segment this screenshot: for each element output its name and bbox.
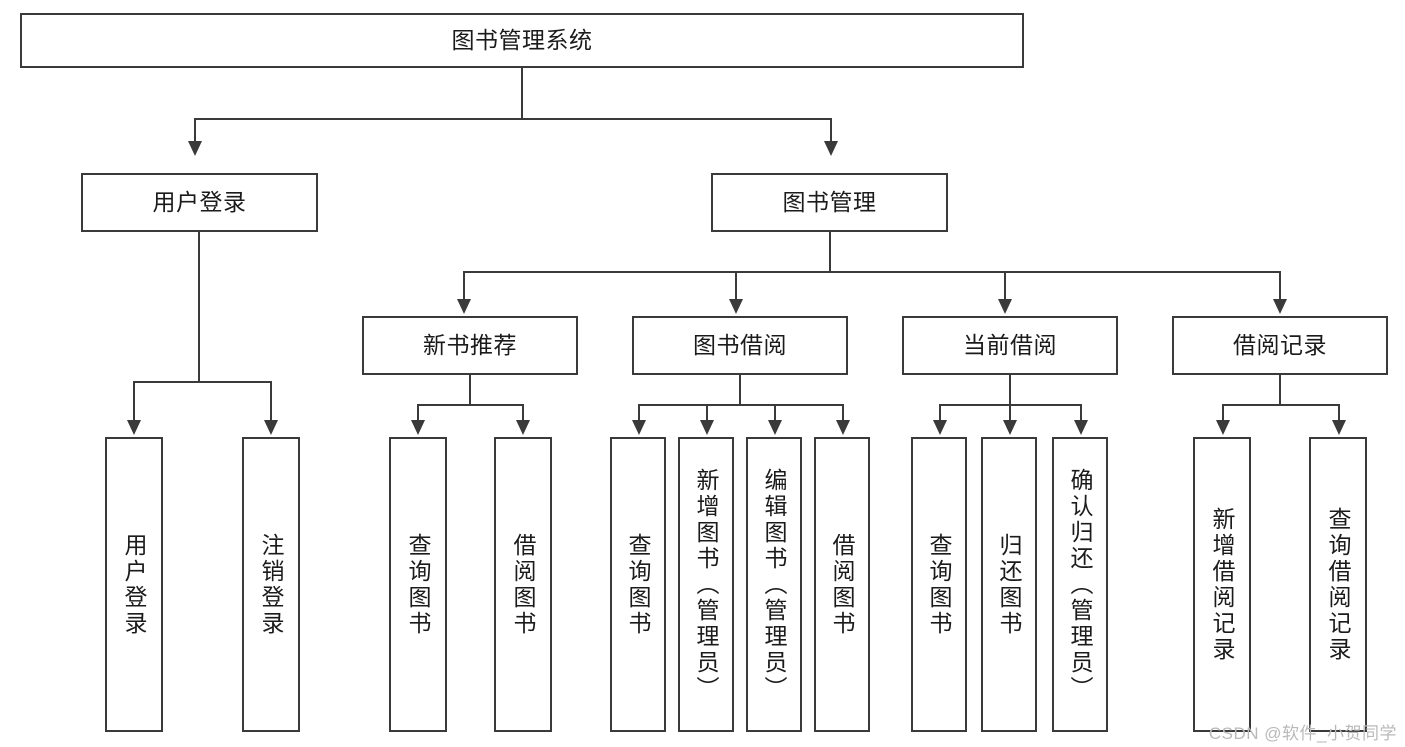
edge-book-manage-stem: [829, 232, 831, 272]
arrowhead-book-borrow-leaf-2: [700, 420, 714, 435]
node-label: 查询图书: [625, 532, 652, 637]
arrowhead-user-login-leaf-1: [127, 420, 141, 435]
node-book-manage[interactable]: 图书管理: [711, 173, 948, 232]
edge-current-borrow-to-leaf-3: [1080, 404, 1082, 422]
arrowhead-book-borrow-leaf-1: [632, 420, 646, 435]
leaf-user-login-logout[interactable]: 注销登录: [242, 437, 300, 732]
edge-borrow-record-to-leaf-2: [1338, 404, 1340, 422]
node-label: 当前借阅: [963, 331, 1057, 358]
arrowhead-new-book-recommend: [457, 299, 471, 314]
node-label: 归还图书: [996, 532, 1023, 637]
arrowhead-current-borrow: [998, 299, 1012, 314]
edge-book-borrow-bus: [638, 404, 842, 406]
edge-new-book-to-leaf-1: [417, 404, 419, 422]
node-label: 新增图书（管理员）: [693, 467, 720, 702]
arrowhead-book-borrow: [729, 299, 743, 314]
leaf-current-borrow-confirm-return[interactable]: 确认归还（管理员）: [1052, 437, 1108, 732]
edge-user-login-to-leaf-2: [270, 381, 272, 422]
edge-book-borrow-to-leaf-1: [638, 404, 640, 422]
arrowhead-current-borrow-leaf-2: [1003, 420, 1017, 435]
arrowhead-book-manage: [824, 141, 838, 156]
node-label: 借阅图书: [829, 532, 856, 637]
node-label: 查询借阅记录: [1325, 506, 1352, 663]
node-label: 用户登录: [152, 188, 247, 215]
arrowhead-user-login: [188, 141, 202, 156]
edge-borrow-record-stem: [1279, 375, 1281, 405]
edge-user-login-bus: [133, 381, 270, 383]
leaf-book-borrow-query-book[interactable]: 查询图书: [610, 437, 666, 732]
arrowhead-borrow-record: [1273, 299, 1287, 314]
edge-user-login-stem: [198, 232, 200, 382]
node-book-borrow[interactable]: 图书借阅: [632, 316, 848, 375]
csdn-watermark: CSDN @软件_小贺同学: [1208, 724, 1397, 743]
edge-book-manage-to-borrow-record: [1279, 271, 1281, 301]
edge-root-bus: [194, 118, 832, 120]
arrowhead-borrow-record-leaf-1: [1216, 420, 1230, 435]
node-label: 图书借阅: [693, 331, 787, 358]
node-borrow-record[interactable]: 借阅记录: [1172, 316, 1388, 375]
edge-current-borrow-to-leaf-1: [939, 404, 941, 422]
leaf-current-borrow-return-book[interactable]: 归还图书: [981, 437, 1037, 732]
edge-current-borrow-to-leaf-2: [1009, 404, 1011, 422]
edge-book-borrow-stem: [739, 375, 741, 405]
leaf-book-borrow-add-book[interactable]: 新增图书（管理员）: [678, 437, 734, 732]
node-label: 查询图书: [405, 532, 432, 637]
node-label: 编辑图书（管理员）: [761, 467, 788, 702]
arrowhead-borrow-record-leaf-2: [1332, 420, 1346, 435]
edge-book-borrow-to-leaf-2: [706, 404, 708, 422]
arrowhead-new-book-leaf-1: [411, 420, 425, 435]
leaf-current-borrow-query-book[interactable]: 查询图书: [911, 437, 967, 732]
node-label: 图书管理: [782, 188, 877, 215]
leaf-book-borrow-edit-book[interactable]: 编辑图书（管理员）: [746, 437, 802, 732]
arrowhead-new-book-leaf-2: [516, 420, 530, 435]
edge-borrow-record-to-leaf-1: [1222, 404, 1224, 422]
edge-current-borrow-stem: [1009, 375, 1011, 405]
node-label: 新增借阅记录: [1209, 506, 1236, 663]
arrowhead-user-login-leaf-2: [264, 420, 278, 435]
edge-new-book-to-leaf-2: [522, 404, 524, 422]
edge-user-login-to-leaf-1: [133, 381, 135, 422]
leaf-user-login-login[interactable]: 用户登录: [105, 437, 163, 732]
node-label: 查询图书: [926, 532, 953, 637]
edge-book-manage-bus: [463, 271, 1280, 273]
leaf-borrow-record-query-record[interactable]: 查询借阅记录: [1309, 437, 1367, 732]
arrowhead-current-borrow-leaf-3: [1074, 420, 1088, 435]
leaf-new-book-query-book[interactable]: 查询图书: [389, 437, 447, 732]
node-label: 借阅图书: [510, 532, 537, 637]
node-label: 注销登录: [258, 532, 285, 637]
node-root-system[interactable]: 图书管理系统: [20, 13, 1024, 68]
node-label: 借阅记录: [1233, 331, 1327, 358]
leaf-borrow-record-add-record[interactable]: 新增借阅记录: [1193, 437, 1251, 732]
leaf-book-borrow-borrow-book[interactable]: 借阅图书: [814, 437, 870, 732]
edge-new-book-stem: [469, 375, 471, 405]
edge-book-borrow-to-leaf-3: [774, 404, 776, 422]
edge-borrow-record-bus: [1222, 404, 1338, 406]
node-current-borrow[interactable]: 当前借阅: [902, 316, 1118, 375]
arrowhead-book-borrow-leaf-4: [836, 420, 850, 435]
edge-book-manage-to-book-borrow: [735, 271, 737, 301]
node-new-book-recommend[interactable]: 新书推荐: [362, 316, 578, 375]
edge-book-manage-to-new-book: [463, 271, 465, 301]
edge-root-to-book-manage: [830, 118, 832, 143]
node-user-login[interactable]: 用户登录: [81, 173, 318, 232]
edge-new-book-bus: [417, 404, 522, 406]
edge-book-borrow-to-leaf-4: [842, 404, 844, 422]
node-label: 新书推荐: [423, 331, 517, 358]
node-label: 用户登录: [121, 532, 148, 637]
arrowhead-current-borrow-leaf-1: [933, 420, 947, 435]
leaf-new-book-borrow-book[interactable]: 借阅图书: [494, 437, 552, 732]
arrowhead-book-borrow-leaf-3: [768, 420, 782, 435]
edge-book-manage-to-current-borrow: [1004, 271, 1006, 301]
edge-root-to-user-login: [194, 118, 196, 143]
edge-root-stem: [521, 68, 523, 119]
node-label: 图书管理系统: [451, 26, 593, 53]
node-label: 确认归还（管理员）: [1067, 467, 1094, 702]
